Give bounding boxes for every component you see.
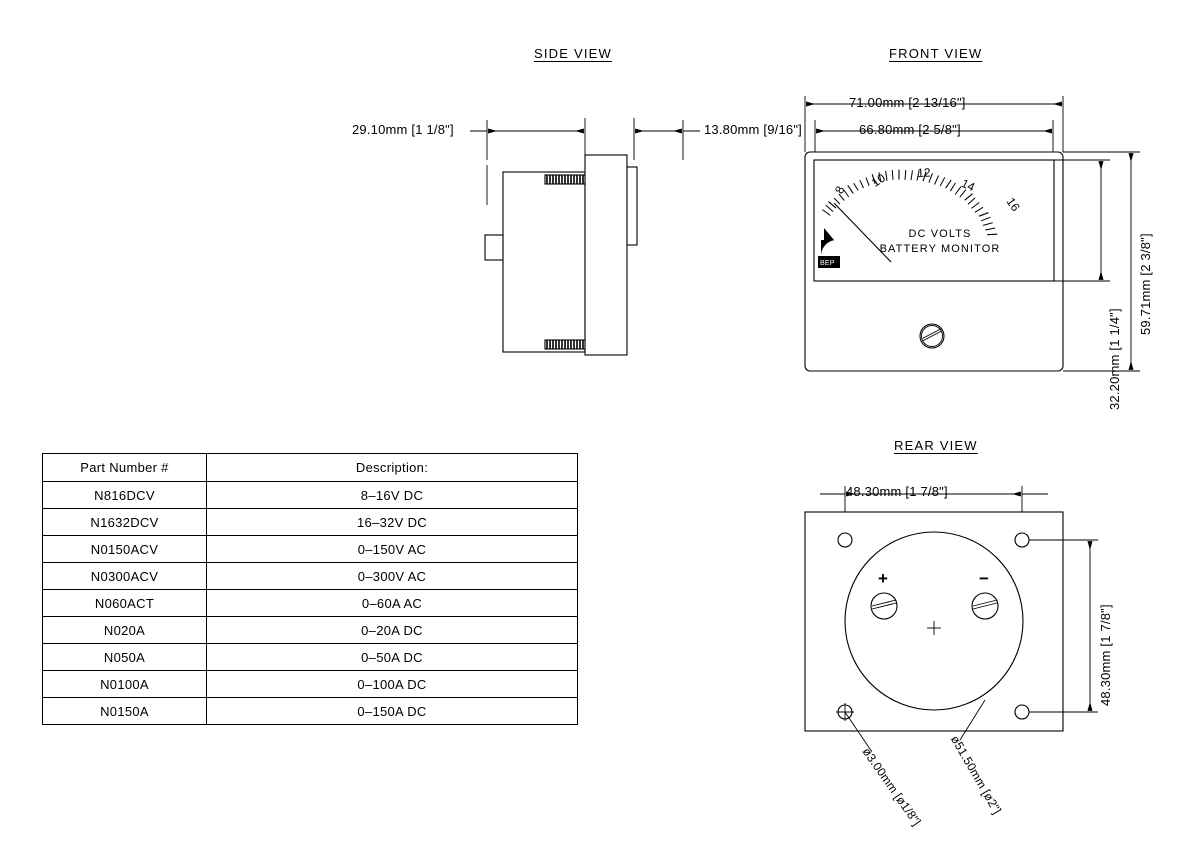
- cell-description: 0–300V AC: [206, 562, 578, 590]
- table-row: N0300ACV 0–300V AC: [42, 562, 578, 590]
- table-row: N050A 0–50A DC: [42, 643, 578, 671]
- terminal-positive-label: +: [878, 569, 889, 588]
- table-row: N060ACT 0–60A AC: [42, 589, 578, 617]
- cell-description: 0–50A DC: [206, 643, 578, 671]
- cell-description: 0–100A DC: [206, 670, 578, 698]
- rear-view-title: REAR VIEW: [894, 438, 978, 453]
- front-view-title: FRONT VIEW: [889, 46, 983, 61]
- table-header-row: Part Number # Description:: [42, 453, 578, 482]
- table-row: N0150ACV 0–150V AC: [42, 535, 578, 563]
- cell-description: 0–60A AC: [206, 589, 578, 617]
- column-header-description: Description:: [206, 453, 578, 482]
- cell-part-number: N0100A: [42, 670, 207, 698]
- table-row: N1632DCV 16–32V DC: [42, 508, 578, 536]
- dim-rear-hole-spacing-h: 48.30mm [1 7/8"]: [846, 484, 948, 499]
- column-header-part-number: Part Number #: [42, 453, 207, 482]
- table-row: N816DCV 8–16V DC: [42, 481, 578, 509]
- dim-front-inner-width: 66.80mm [2 5/8"]: [859, 122, 961, 137]
- meter-face-line1: DC VOLTS: [908, 228, 972, 240]
- cell-part-number: N050A: [42, 643, 207, 671]
- dim-front-outer-width: 71.00mm [2 13/16"]: [849, 95, 966, 110]
- cell-part-number: N1632DCV: [42, 508, 207, 536]
- parts-table: Part Number # Description: N816DCV 8–16V…: [42, 453, 578, 725]
- cell-part-number: N060ACT: [42, 589, 207, 617]
- table-row: N0150A 0–150A DC: [42, 697, 578, 725]
- table-row: N020A 0–20A DC: [42, 616, 578, 644]
- svg-text:BEP: BEP: [820, 260, 835, 267]
- dim-side-bezel: 13.80mm [9/16"]: [704, 122, 802, 137]
- cell-description: 8–16V DC: [206, 481, 578, 509]
- cell-part-number: N0300ACV: [42, 562, 207, 590]
- cell-part-number: N020A: [42, 616, 207, 644]
- cell-part-number: N0150ACV: [42, 535, 207, 563]
- dim-rear-hole-spacing-v: 48.30mm [1 7/8"]: [1098, 604, 1113, 706]
- cell-description: 0–150V AC: [206, 535, 578, 563]
- cell-part-number: N0150A: [42, 697, 207, 725]
- cell-description: 16–32V DC: [206, 508, 578, 536]
- table-row: N0100A 0–100A DC: [42, 670, 578, 698]
- dim-side-depth: 29.10mm [1 1/8"]: [352, 122, 454, 137]
- terminal-negative-label: −: [979, 569, 990, 588]
- meter-face-line2: BATTERY MONITOR: [879, 243, 1001, 255]
- cell-description: 0–150A DC: [206, 697, 578, 725]
- side-view-title: SIDE VIEW: [534, 46, 612, 61]
- cell-description: 0–20A DC: [206, 616, 578, 644]
- cell-part-number: N816DCV: [42, 481, 207, 509]
